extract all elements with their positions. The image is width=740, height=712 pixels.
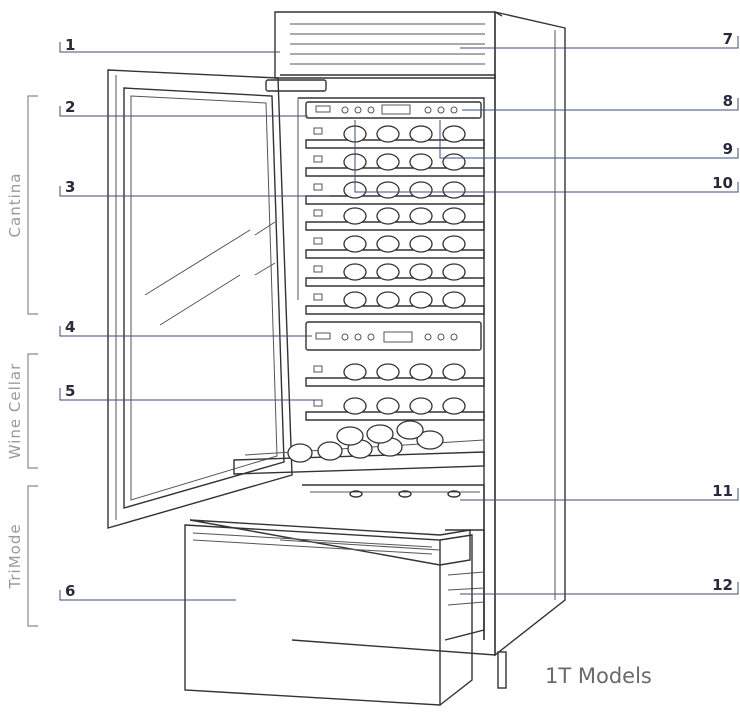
section-label-wine-cellar: Wine Cellar bbox=[6, 363, 24, 460]
callout-numbers: 1 2 3 4 5 6 7 8 9 10 11 12 bbox=[65, 30, 733, 600]
callout-12: 12 bbox=[712, 576, 733, 594]
section-brackets: Cantina Wine Cellar TriMode bbox=[6, 95, 38, 627]
wine-bottle bbox=[409, 363, 433, 381]
wine-bottle bbox=[343, 363, 367, 381]
shelf-tag bbox=[313, 155, 323, 163]
wine-bottle bbox=[409, 207, 433, 225]
callout-5: 5 bbox=[65, 382, 75, 400]
wine-bottle bbox=[376, 235, 400, 253]
trimode-drawer bbox=[184, 519, 473, 706]
leader-lines bbox=[59, 36, 739, 601]
trimode-compartment bbox=[302, 484, 485, 641]
callout-3: 3 bbox=[65, 178, 75, 196]
shelf-tag bbox=[313, 209, 323, 217]
wine-bottle bbox=[442, 291, 466, 309]
wine-bottle bbox=[343, 291, 367, 309]
wine-bottle bbox=[376, 291, 400, 309]
pull-out-shelf bbox=[233, 420, 485, 475]
wine-bottle bbox=[376, 397, 400, 415]
callout-9: 9 bbox=[723, 140, 733, 158]
callout-4: 4 bbox=[65, 318, 75, 336]
wine-bottle bbox=[376, 207, 400, 225]
wine-bottle bbox=[376, 363, 400, 381]
top-vent-grille bbox=[274, 11, 503, 79]
wine-bottle bbox=[343, 207, 367, 225]
callout-2: 2 bbox=[65, 98, 75, 116]
shelf-tag bbox=[313, 265, 323, 273]
shelf-tag bbox=[313, 293, 323, 301]
wine-bottle bbox=[376, 153, 400, 171]
wine-bottle bbox=[442, 125, 466, 143]
wine-bottle bbox=[343, 263, 367, 281]
callout-8: 8 bbox=[723, 92, 733, 110]
wine-bottle bbox=[409, 181, 433, 199]
top-control-panel bbox=[305, 101, 482, 119]
callout-6: 6 bbox=[65, 582, 75, 600]
wine-bottle bbox=[409, 263, 433, 281]
wine-bottle bbox=[409, 397, 433, 415]
section-label-trimode: TriMode bbox=[6, 523, 24, 589]
callout-7: 7 bbox=[723, 30, 733, 48]
wine-bottle bbox=[376, 263, 400, 281]
wine-bottle bbox=[442, 207, 466, 225]
wine-bottle bbox=[442, 397, 466, 415]
shelf-tag bbox=[313, 127, 323, 135]
shelf-tag bbox=[313, 183, 323, 191]
wine-bottle bbox=[409, 153, 433, 171]
section-label-cantina: Cantina bbox=[6, 173, 24, 238]
shelf-tag bbox=[313, 399, 323, 407]
wine-bottle bbox=[343, 235, 367, 253]
wine-bottle bbox=[442, 263, 466, 281]
callout-11: 11 bbox=[712, 482, 733, 500]
wine-bottle bbox=[343, 397, 367, 415]
wine-bottle bbox=[442, 363, 466, 381]
wine-shelves bbox=[305, 125, 485, 421]
wine-bottle bbox=[442, 153, 466, 171]
shelf-tag bbox=[313, 237, 323, 245]
middle-control-panel bbox=[305, 321, 482, 351]
wine-bottle bbox=[376, 125, 400, 143]
callout-10: 10 bbox=[712, 174, 733, 192]
wine-bottle bbox=[376, 181, 400, 199]
wine-bottle bbox=[409, 235, 433, 253]
shelf-tag bbox=[313, 365, 323, 373]
glass-door bbox=[107, 69, 327, 529]
wine-bottle bbox=[409, 291, 433, 309]
wine-bottle bbox=[442, 181, 466, 199]
callout-1: 1 bbox=[65, 36, 75, 54]
model-label: 1T Models bbox=[545, 664, 652, 688]
wine-bottle bbox=[409, 125, 433, 143]
wine-bottle bbox=[442, 235, 466, 253]
